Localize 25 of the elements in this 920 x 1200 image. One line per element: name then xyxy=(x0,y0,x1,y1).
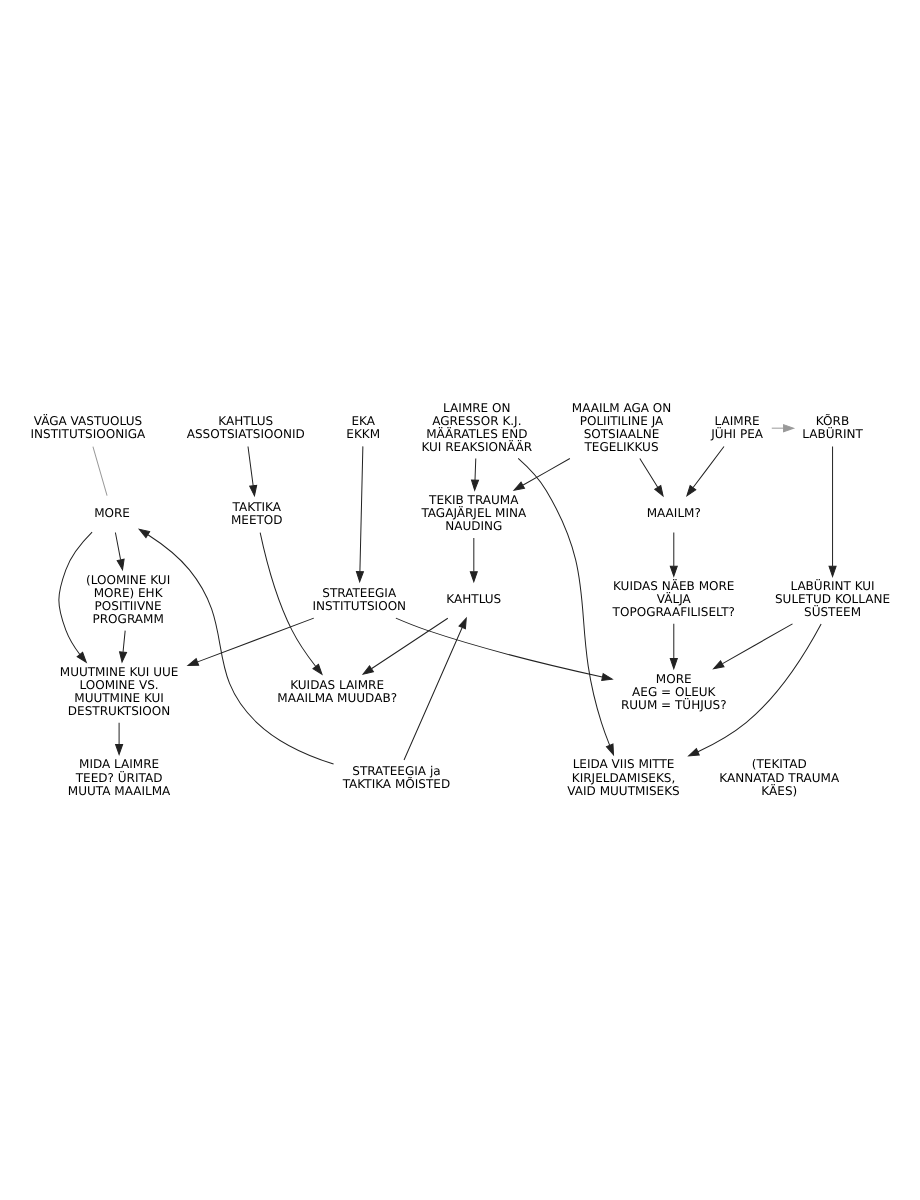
arrow xyxy=(362,617,449,675)
arrow xyxy=(513,458,571,491)
arrow xyxy=(639,458,664,497)
arrow xyxy=(686,446,725,497)
arrow xyxy=(114,531,125,571)
arrow xyxy=(669,623,678,670)
arrow xyxy=(517,457,614,756)
arrow xyxy=(119,630,128,663)
arrow xyxy=(688,623,822,757)
arrow xyxy=(471,458,479,491)
arrow xyxy=(403,617,467,761)
arrow xyxy=(115,722,124,755)
arrow xyxy=(187,617,315,666)
arrow xyxy=(669,531,678,577)
arrow xyxy=(259,532,323,675)
arrow xyxy=(828,445,837,577)
arrow xyxy=(395,617,613,681)
arrow xyxy=(247,446,258,497)
connector xyxy=(92,446,108,497)
arrow xyxy=(469,537,478,583)
arrow xyxy=(713,623,793,670)
arrow xyxy=(355,445,364,583)
arrow xyxy=(771,424,795,433)
arrow xyxy=(138,528,335,765)
arrow xyxy=(58,531,93,663)
